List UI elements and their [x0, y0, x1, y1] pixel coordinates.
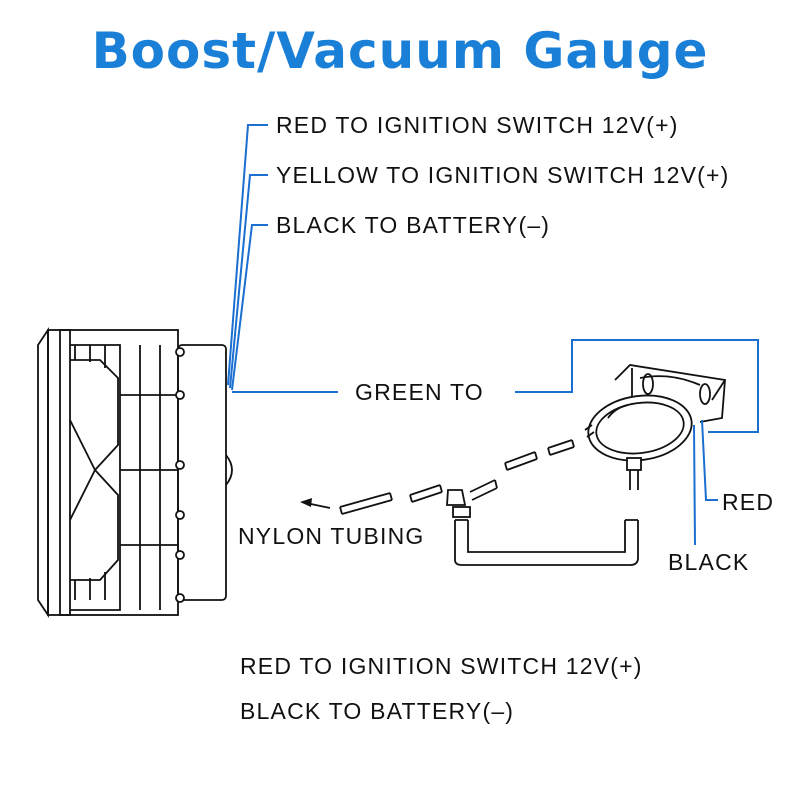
label-yellow-ignition: YELLOW TO IGNITION SWITCH 12V(+) [276, 162, 730, 188]
gauge-body [37, 327, 233, 618]
gauge-wires [227, 124, 338, 393]
pressure-sensor [587, 364, 726, 490]
label-red-ignition: RED TO IGNITION SWITCH 12V(+) [276, 112, 679, 138]
sensor-red-ignition-note: RED TO IGNITION SWITCH 12V(+) [240, 653, 643, 679]
label-nylon-tubing: NYLON TUBING [238, 523, 425, 549]
yellow-wire [229, 174, 268, 389]
sensor-red-wire [701, 419, 718, 501]
nylon-tubing [300, 424, 639, 566]
red-wire [227, 124, 268, 386]
label-black-battery: BLACK TO BATTERY(–) [276, 212, 550, 238]
label-sensor-black: BLACK [668, 549, 749, 575]
label-green: GREEN TO [355, 379, 484, 405]
green-wire-continuation [515, 339, 759, 433]
sensor-black-wire [693, 424, 696, 546]
sensor-black-battery-note: BLACK TO BATTERY(–) [240, 698, 514, 724]
diagram-title: Boost/Vacuum Gauge [91, 22, 709, 80]
label-sensor-red: RED [722, 489, 774, 515]
black-wire [231, 224, 268, 391]
